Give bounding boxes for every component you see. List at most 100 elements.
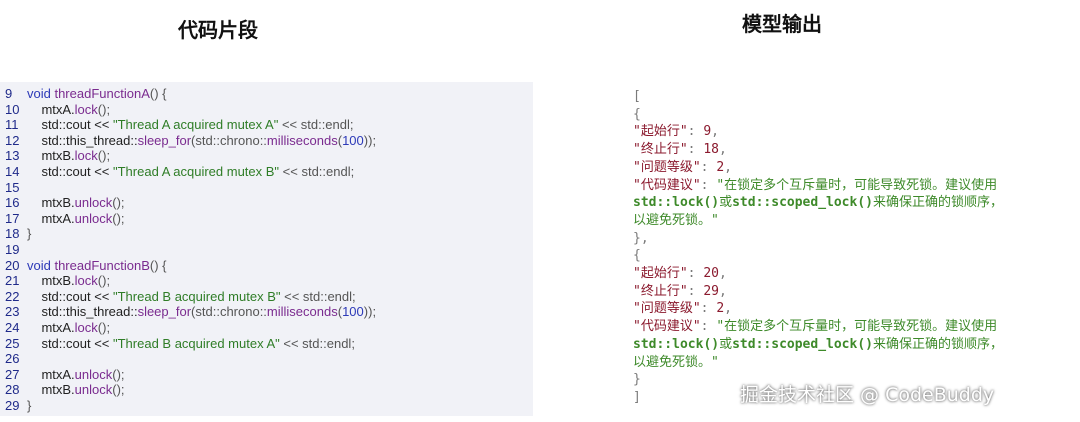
output-line: "问题等级": 2,: [633, 159, 732, 176]
output-line: "问题等级": 2,: [633, 300, 732, 317]
watermark: 掘金技术社区 @ CodeBuddy: [740, 384, 995, 406]
code-token: std::cout <<: [27, 164, 113, 179]
output-token: "起始行": [633, 266, 688, 281]
code-token: unlock: [74, 366, 113, 382]
line-number: 9: [5, 86, 13, 101]
output-token: "在锁定多个互斥量时，可能导致死锁。建议使用: [716, 319, 998, 335]
output-line: {: [633, 106, 641, 123]
code-line: 17 mtxA.unlock();: [5, 211, 125, 227]
line-number: 28: [5, 382, 20, 398]
line-number: 25: [5, 335, 20, 351]
output-line: "起始行": 20,: [633, 265, 727, 282]
code-token: milliseconds: [266, 304, 338, 320]
output-line: 以避免死锁。": [633, 354, 719, 371]
code-token: mtxA.: [27, 210, 75, 226]
code-token: "Thread B acquired mutex A": [113, 335, 280, 351]
line-number: 12: [5, 132, 20, 148]
code-token: lock: [74, 320, 98, 335]
code-token: mtxB.: [27, 382, 75, 398]
code-token: sleep_for: [137, 304, 192, 320]
line-number: 24: [5, 320, 20, 335]
output-line: "代码建议": "在锁定多个互斥量时，可能导致死锁。建议使用: [633, 177, 997, 194]
output-token: ,: [718, 283, 727, 299]
output-token: "代码建议": [633, 177, 701, 193]
model-output-panel: [{"起始行": 9,"终止行": 18,"问题等级": 2,"代码建议": "…: [630, 88, 1080, 422]
output-token: ]: [633, 389, 641, 405]
output-token: 20: [703, 266, 719, 281]
output-line: {: [633, 247, 641, 264]
code-token: ();: [112, 210, 125, 226]
output-token: std::lock(): [633, 195, 720, 211]
code-token: threadFunctionA: [54, 86, 150, 101]
code-token: std::cout <<: [27, 117, 113, 133]
code-token: (: [337, 304, 343, 320]
output-line: "终止行": 29,: [633, 283, 727, 300]
code-token: std::this_thread::: [27, 304, 138, 320]
code-token: "Thread A acquired mutex A": [113, 117, 279, 133]
output-token: 来确保正确的锁顺序，: [873, 336, 1004, 352]
code-token: mtxA.: [27, 320, 75, 335]
output-line: "代码建议": "在锁定多个互斥量时，可能导致死锁。建议使用: [633, 318, 997, 335]
output-line: }: [633, 371, 641, 388]
code-line: 18}: [5, 226, 31, 242]
code-line: 24 mtxA.lock();: [5, 320, 110, 336]
output-token: std::scoped_lock(): [732, 336, 873, 352]
line-number: 14: [5, 164, 20, 179]
code-token: lock: [74, 148, 98, 164]
output-line: std::lock()或std::scoped_lock()来确保正确的锁顺序，: [633, 194, 1003, 211]
output-line: 以避免死锁。": [633, 212, 719, 229]
line-number: 19: [5, 242, 20, 257]
code-line: 11 std::cout << "Thread A acquired mutex…: [5, 117, 354, 133]
line-number: 27: [5, 366, 20, 382]
output-token: 18: [703, 142, 719, 158]
code-token: ));: [363, 132, 377, 148]
code-line: 12 std::this_thread::sleep_for(std::chro…: [5, 133, 376, 149]
output-token: :: [687, 266, 704, 281]
line-number: 10: [5, 101, 20, 117]
output-token: "在锁定多个互斥量时，可能导致死锁。建议使用: [716, 177, 998, 193]
code-token: sleep_for: [137, 132, 192, 148]
code-token: "Thread B acquired mutex B": [113, 288, 281, 304]
code-line: 28 mtxB.unlock();: [5, 382, 125, 398]
output-token: std::lock(): [633, 336, 720, 352]
output-token: 9: [703, 124, 712, 140]
output-token: :: [700, 159, 717, 175]
code-token: 100: [342, 304, 364, 320]
code-token: ();: [112, 195, 125, 211]
code-token: lock: [74, 101, 98, 117]
code-token: mtxA.: [27, 366, 75, 382]
output-line: [: [633, 88, 641, 105]
code-token: std::this_thread::: [27, 132, 138, 148]
output-token: :: [700, 177, 717, 193]
code-token: lock: [74, 273, 98, 289]
code-token: ();: [97, 148, 111, 164]
output-line: ]: [633, 389, 641, 406]
code-token: }: [27, 226, 32, 242]
code-token: ();: [97, 320, 111, 335]
code-token: << std::endl;: [280, 288, 356, 304]
output-token: [: [633, 89, 641, 104]
line-number: 29: [5, 398, 20, 413]
code-token: (std::chrono::: [191, 132, 267, 148]
code-line: 19: [5, 242, 27, 258]
line-number: 13: [5, 148, 20, 164]
output-token: :: [687, 142, 704, 158]
output-token: }: [633, 372, 641, 388]
output-token: ,: [718, 266, 727, 281]
code-token: void: [27, 257, 55, 273]
code-token: milliseconds: [266, 132, 338, 148]
line-number: 15: [5, 179, 20, 195]
output-token: 或: [719, 336, 733, 352]
code-token: << std::endl;: [279, 164, 355, 179]
code-token: ();: [97, 101, 111, 117]
line-number: 18: [5, 226, 20, 242]
code-line: 25 std::cout << "Thread B acquired mutex…: [5, 336, 355, 352]
code-token: mtxB.: [27, 273, 75, 289]
output-token: 来确保正确的锁顺序，: [873, 195, 1004, 211]
line-number: 22: [5, 288, 20, 304]
line-number: 16: [5, 195, 20, 211]
code-token: void: [27, 86, 55, 101]
output-token: :: [687, 283, 704, 299]
